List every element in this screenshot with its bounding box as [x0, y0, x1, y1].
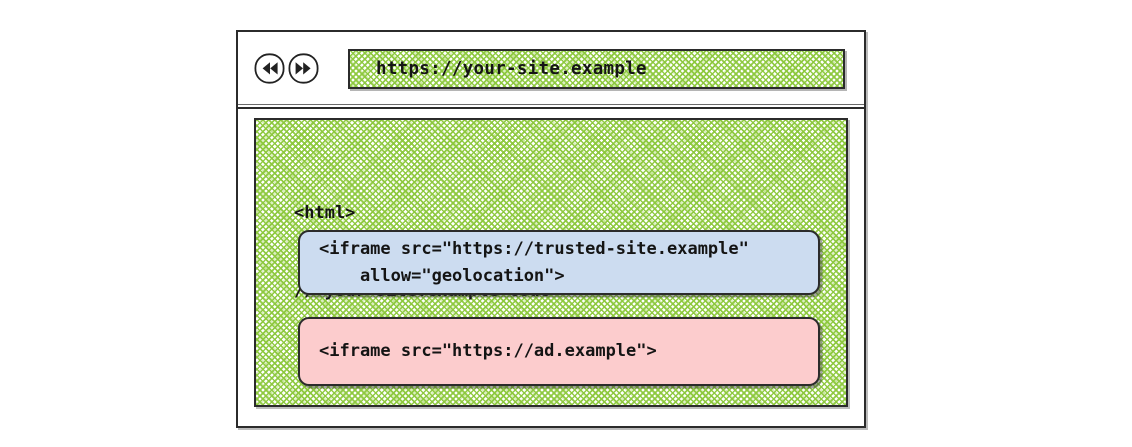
trusted-iframe-code-line-1: <iframe src="https://trusted-site.exampl… — [319, 238, 749, 259]
chrome-separator — [238, 104, 864, 109]
ad-iframe-code: <iframe src="https://ad.example"> — [300, 338, 657, 365]
fast-forward-icon[interactable] — [287, 52, 320, 85]
ad-iframe[interactable]: <iframe src="https://ad.example"> — [298, 317, 820, 386]
url-bar-text: https://your-site.example — [376, 59, 647, 79]
rewind-back-icon[interactable] — [253, 52, 286, 85]
url-bar[interactable]: https://your-site.example — [348, 49, 845, 89]
code-line-html: <html> — [294, 203, 356, 223]
page-viewport: <html> // your-site.example code <iframe… — [254, 118, 848, 407]
trusted-iframe-code-line-2: allow="geolocation"> — [319, 265, 565, 286]
browser-window: https://your-site.example <html> // your… — [236, 30, 866, 428]
browser-chrome-bar: https://your-site.example — [238, 32, 864, 105]
ad-iframe-code-line-1: <iframe src="https://ad.example"> — [319, 341, 657, 361]
trusted-site-iframe[interactable]: <iframe src="https://trusted-site.exampl… — [298, 230, 820, 295]
trusted-iframe-code: <iframe src="https://trusted-site.exampl… — [300, 236, 749, 290]
